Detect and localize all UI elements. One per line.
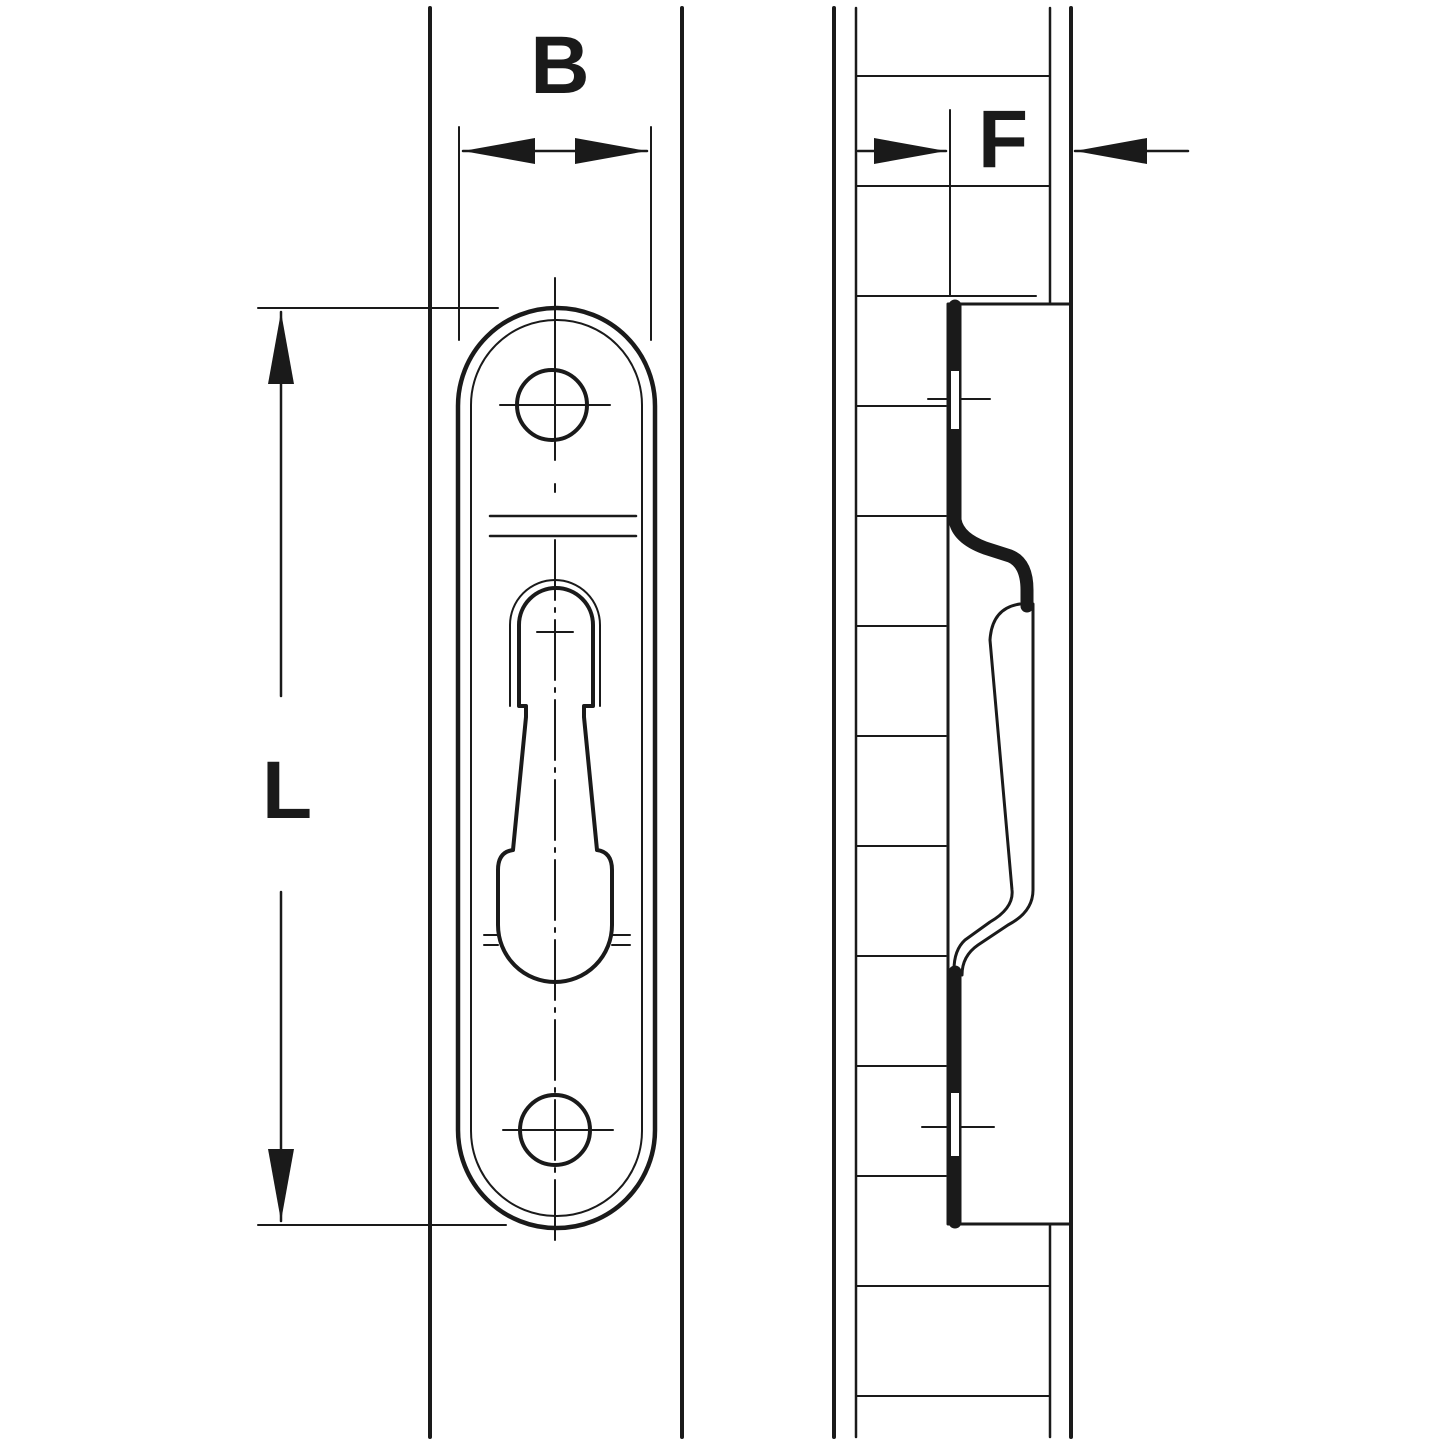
plate-inner-line: [470, 319, 643, 1217]
length-label-l: L: [262, 745, 312, 836]
f-arrow-right: [1075, 138, 1147, 164]
board-hatching: [855, 75, 1051, 1397]
l-arrow-top: [268, 312, 294, 384]
b-arrow-right: [575, 138, 647, 164]
top-screw-slot: [949, 369, 961, 431]
side-view: [832, 6, 1190, 1439]
hook-tongue: [952, 602, 1035, 977]
width-label-b: B: [530, 20, 589, 111]
board-recess: [946, 302, 1073, 1226]
bottom-screw-slot: [949, 1091, 961, 1158]
keyhole-slot-outer: [496, 586, 614, 984]
l-arrow-bottom: [268, 1149, 294, 1221]
plate-outline: [455, 305, 658, 1231]
b-arrow-left: [463, 138, 535, 164]
f-arrow-left: [874, 138, 946, 164]
front-view: [257, 6, 684, 1439]
keyhole-slot-inner: [509, 579, 601, 707]
plate-profile: [948, 299, 1034, 613]
offset-label-f: F: [978, 94, 1028, 185]
